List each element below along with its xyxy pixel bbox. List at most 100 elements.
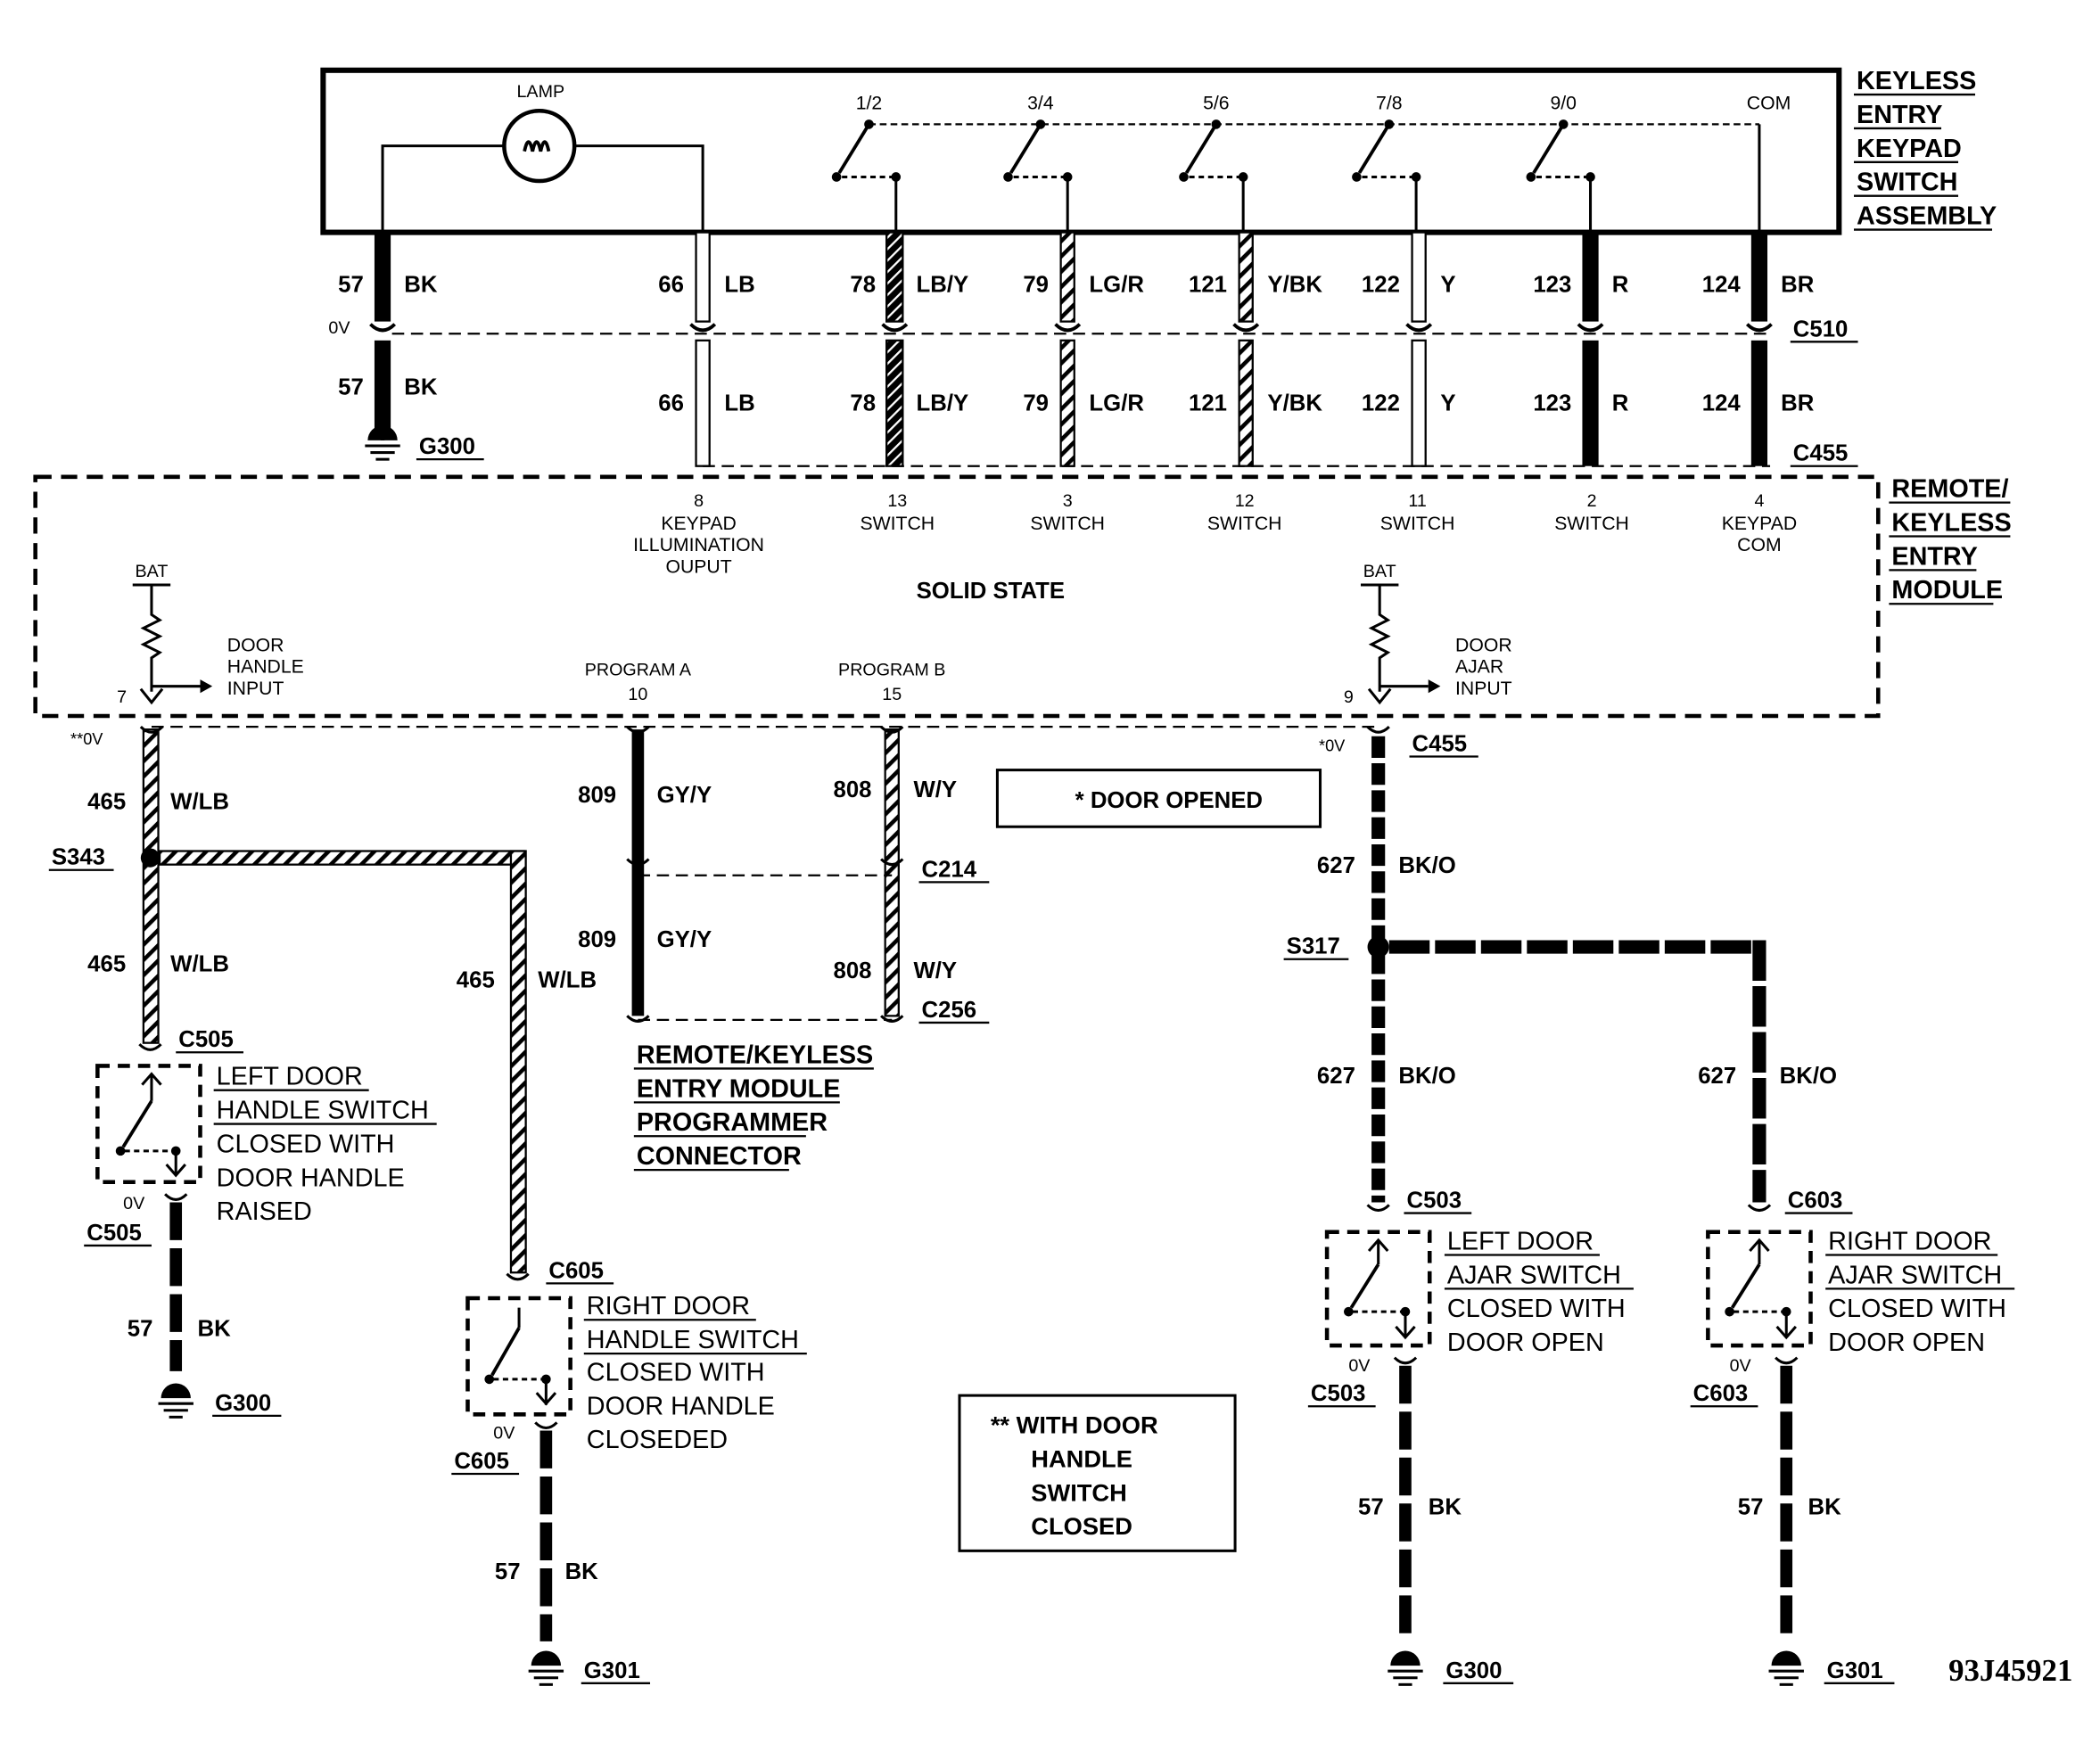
module-title-line: MODULE — [1891, 576, 2003, 605]
lamp-icon — [502, 108, 577, 184]
g301-right-label: G301 — [1827, 1658, 1883, 1683]
programmer-label-line: CONNECTOR — [637, 1142, 802, 1171]
g300-top-label: G300 — [419, 434, 475, 459]
lamp-label: LAMP — [516, 82, 564, 102]
module-pin-number: 11 — [1408, 491, 1426, 511]
c510-wire-number: 57 — [338, 272, 364, 297]
module-pin-number: 12 — [1235, 491, 1255, 511]
c510-wire-color: LB — [724, 272, 754, 297]
keypad-switch-label: 9/0 — [1550, 94, 1576, 114]
keypad-switch-label: 1/2 — [856, 94, 882, 114]
w808b-color: W/Y — [913, 958, 957, 983]
left-ajar-note: DOOR OPEN — [1447, 1329, 1604, 1357]
c455-wire-color: R — [1612, 391, 1629, 416]
left-handle-note: DOOR HANDLE — [217, 1164, 405, 1192]
programmer-connector: 809 GY/Y 808 W/Y C214 809 GY/Y 808 W/Y C… — [578, 726, 990, 1172]
c505-b-label: C505 — [86, 1221, 142, 1246]
left-ajar-title: AJAR SWITCH — [1447, 1261, 1621, 1289]
w57-left-num: 57 — [128, 1316, 153, 1341]
right-door-ajar-switch — [1706, 1230, 1813, 1348]
c510-wire-number: 66 — [658, 272, 684, 297]
w57-ajar-left-num: 57 — [1358, 1494, 1384, 1519]
right-handle-title: RIGHT DOOR — [587, 1292, 750, 1320]
ground-g301-right: G301 — [1768, 1650, 1895, 1686]
ov-top-label: 0V — [328, 318, 350, 338]
module-pin-label: SWITCH — [1030, 514, 1105, 534]
s317-label: S317 — [1287, 934, 1340, 959]
module-pin-label: OUPUT — [665, 556, 731, 577]
w57-right-color: BK — [565, 1559, 599, 1584]
c510-wire-color: LB/Y — [917, 272, 969, 297]
module-pin-number: 3 — [1063, 491, 1073, 511]
module-pin-label: SWITCH — [1554, 514, 1629, 534]
w627b-num: 627 — [1317, 1064, 1355, 1089]
ov-605-label: 0V — [493, 1424, 515, 1444]
with-handle-note-line: HANDLE — [1031, 1444, 1132, 1472]
left-handle-title: HANDLE SWITCH — [217, 1097, 429, 1125]
module-pin-number: 2 — [1587, 491, 1597, 511]
c455-wire-color: LB — [724, 391, 754, 416]
c605-b-label: C605 — [454, 1449, 509, 1474]
w627c-color: BK/O — [1780, 1064, 1837, 1089]
remote-keyless-entry-module: 8KEYPADILLUMINATIONOUPUT13SWITCH3SWITCH1… — [33, 474, 1881, 719]
w465a-num: 465 — [87, 790, 126, 815]
note-door-opened: * DOOR OPENED — [995, 769, 1322, 828]
s343-label: S343 — [52, 845, 105, 870]
ground-g300-top: G300 — [365, 425, 484, 461]
door-opened-note: * DOOR OPENED — [1075, 788, 1263, 813]
keypad-switch-2: 3/4 — [1003, 94, 1073, 233]
right-ajar-title: RIGHT DOOR — [1828, 1227, 1991, 1255]
figure-id: 93J45921 — [1948, 1653, 2072, 1688]
c510-wire-number: 121 — [1189, 272, 1227, 297]
keypad-switch-5: 9/0 — [1526, 94, 1595, 233]
c510-wire-color: LG/R — [1089, 272, 1144, 297]
w627a-num: 627 — [1317, 853, 1355, 878]
c455-wire-color: BK — [404, 374, 438, 399]
with-handle-note-line: ** WITH DOOR — [991, 1411, 1158, 1439]
w808a-num: 808 — [834, 777, 872, 802]
module-title-line: KEYLESS — [1891, 508, 2011, 537]
left-door-handle-switch — [95, 1064, 202, 1184]
c455-wire-number: 79 — [1023, 391, 1049, 416]
door-ajar-input-text: INPUT — [1455, 679, 1512, 699]
c510-wire-number: 79 — [1023, 272, 1049, 297]
c603-b-label: C603 — [1693, 1381, 1749, 1406]
program-b-label: PROGRAM B — [838, 661, 945, 680]
left-ov-label: **0V — [70, 730, 103, 748]
w809b-color: GY/Y — [657, 927, 712, 952]
w465b-num: 465 — [87, 951, 126, 976]
keypad-com-label: COM — [1747, 94, 1791, 114]
right-ov-label: *0V — [1319, 736, 1346, 754]
program-b-pin: 15 — [882, 685, 902, 704]
module-pin-number: 4 — [1754, 491, 1764, 511]
w57-left-color: BK — [197, 1316, 231, 1341]
module-title-line: REMOTE/ — [1891, 475, 2008, 504]
module-pin-label: ILLUMINATION — [633, 535, 764, 555]
door-ajar-input-text: AJAR — [1455, 657, 1503, 678]
c455-wire-number: 122 — [1362, 391, 1400, 416]
right-handle-title: HANDLE SWITCH — [587, 1326, 799, 1354]
left-handle-title: LEFT DOOR — [217, 1063, 363, 1091]
ground-g300-left: G300 — [158, 1383, 282, 1419]
pin9-label: 9 — [1344, 687, 1354, 707]
c455-wire-number: 57 — [338, 374, 364, 399]
pin7-label: 7 — [117, 687, 127, 707]
c603-label: C603 — [1788, 1189, 1843, 1213]
c510-wire-color: BK — [404, 272, 438, 297]
door-handle-circuits: **0V 465 W/LB S343 465 W/LB 465 W/LB C50… — [48, 726, 807, 1686]
program-a-pin: 10 — [628, 685, 647, 704]
w57-right-num: 57 — [495, 1559, 521, 1584]
right-handle-note: CLOSEDED — [587, 1426, 728, 1454]
keypad-title-line: ENTRY — [1857, 101, 1942, 129]
keypad-switch-label: 5/6 — [1203, 94, 1229, 114]
c510-wire-number: 122 — [1362, 272, 1400, 297]
c605-label: C605 — [548, 1258, 604, 1283]
module-pin-label: KEYPAD — [661, 514, 736, 534]
c503-label: C503 — [1406, 1189, 1462, 1213]
